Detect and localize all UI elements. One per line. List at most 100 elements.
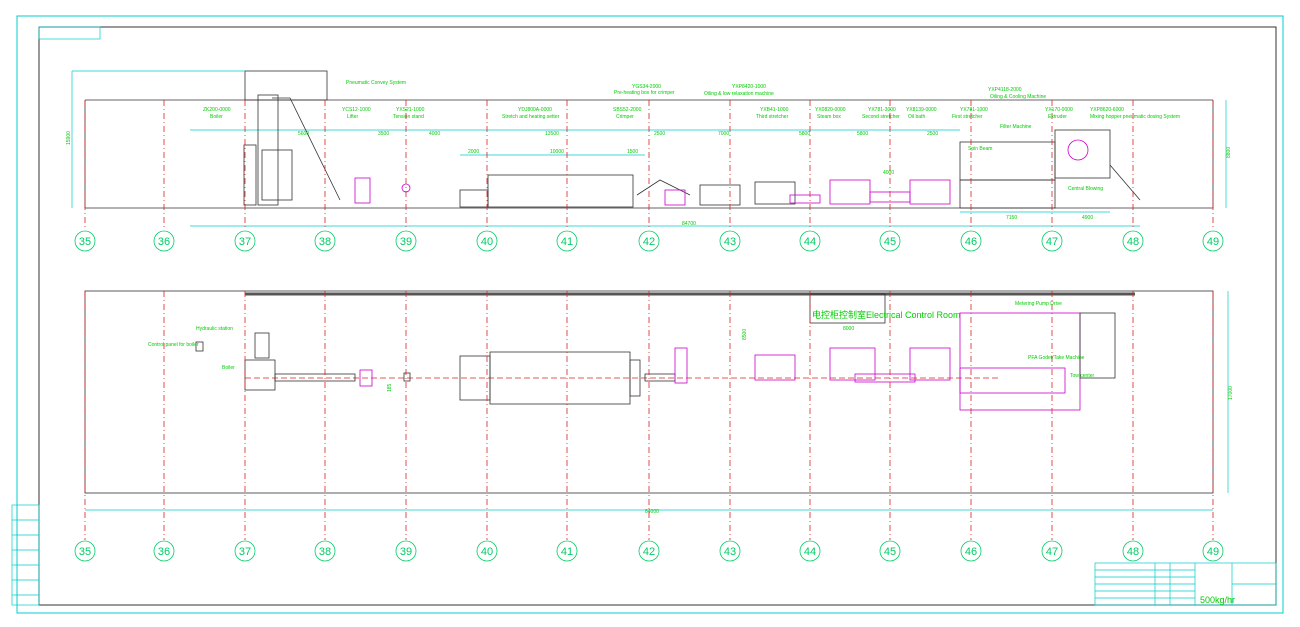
axis-label: 48 <box>1127 546 1139 558</box>
axis-bubble <box>234 230 256 252</box>
axis-bubble <box>476 540 498 562</box>
capacity-label: 500kg/hr <box>1200 595 1235 605</box>
label-preheating-box: Pre-heating box for crimper <box>614 90 675 96</box>
label-code: YXP8420-1000 <box>732 84 766 90</box>
label-code: ZK200-0000 <box>203 107 231 113</box>
axis-label: 43 <box>724 236 736 248</box>
label-steam-box: Steam box <box>817 114 841 120</box>
label-code: YX0820-0000 <box>815 107 846 113</box>
axis-label: 45 <box>884 546 896 558</box>
dim: 84700 <box>682 221 696 227</box>
axis-bubble <box>74 230 96 252</box>
label-setter: Stretch and heating setter <box>502 114 560 120</box>
axis-bubble <box>395 540 417 562</box>
label-code: YDJ800A-0000 <box>518 107 552 113</box>
axis-bubble <box>799 230 821 252</box>
dim: 5600 <box>298 131 309 137</box>
outer-frame <box>16 15 1284 614</box>
label-central-blowing: Central Blowing <box>1068 186 1103 192</box>
axis-bubble <box>476 230 498 252</box>
label-control-panel: Control panel for boiler <box>148 342 199 348</box>
dim: 7000 <box>718 131 729 137</box>
label-spin-beam: Spin Beam <box>968 146 992 152</box>
dim: 7150 <box>1006 215 1017 221</box>
dim: 10000 <box>550 149 564 155</box>
axis-bubble <box>1202 540 1224 562</box>
axis-label: 40 <box>481 546 493 558</box>
axis-label: 46 <box>965 546 977 558</box>
label-code: YXP8620-6000 <box>1090 107 1124 113</box>
axis-bubble <box>960 540 982 562</box>
dim: 5800 <box>857 131 868 137</box>
dim: 4000 <box>883 170 894 176</box>
axis-label: 35 <box>79 236 91 248</box>
label-pneumatic-convey: Pneumatic Convey System <box>346 80 406 86</box>
label-crimper: Crimper <box>616 114 634 120</box>
dim: 5800 <box>799 131 810 137</box>
label-second-stretcher: Second stretcher <box>862 114 900 120</box>
plan-labels: Control panel for boiler Hydraulic stati… <box>148 301 1234 515</box>
axis-label: 45 <box>884 236 896 248</box>
axis-bubble <box>1041 230 1063 252</box>
label-electrical-control-room: 电控柜控制室Electrical Control Room <box>812 309 961 320</box>
dim: 8000 <box>843 326 854 332</box>
axis-label: 44 <box>804 546 816 558</box>
label-tow-center: Tow center <box>1070 373 1095 379</box>
axis-bubble <box>395 230 417 252</box>
axis-label: 39 <box>400 236 412 248</box>
label-boiler: Boiler <box>222 365 235 371</box>
label-oiling-cooling: Oiling & Cooling Machine <box>990 94 1046 100</box>
label-lifter: Lifter <box>347 114 358 120</box>
axis-bubble <box>1122 540 1144 562</box>
revision-table <box>11 504 40 606</box>
dim: 15900 <box>66 131 72 145</box>
elevation-view <box>71 70 1227 227</box>
axis-bubble <box>556 230 578 252</box>
axis-label: 37 <box>239 236 251 248</box>
dim: 2500 <box>654 131 665 137</box>
label-oil-bath: Oil bath <box>908 114 925 120</box>
axis-label: 38 <box>319 236 331 248</box>
label-code: YCS12-1000 <box>342 107 371 113</box>
dim: 8800 <box>1226 147 1232 158</box>
label-extruder: Extruder <box>1048 114 1067 120</box>
label-metering-pump: Metering Pump Drive <box>1015 301 1062 307</box>
axis-bubble <box>556 540 578 562</box>
axis-bubble <box>638 230 660 252</box>
axis-label: 39 <box>400 546 412 558</box>
label-code: SBS52-2000 <box>613 107 642 113</box>
label-code: YX8139-0000 <box>906 107 937 113</box>
elevation-dimensions: 3500 4000 13500 2000 10000 1500 2500 700… <box>66 131 1232 227</box>
dim: 1500 <box>627 149 638 155</box>
plan-view <box>84 290 1229 511</box>
axis-bubble <box>314 230 336 252</box>
label-code: YX170-0000 <box>1045 107 1073 113</box>
label-code: YX781-3000 <box>868 107 896 113</box>
axis-label: 41 <box>561 236 573 248</box>
label-hydraulic-station: Hydraulic station <box>196 326 233 332</box>
axis-bubble <box>1122 230 1144 252</box>
label-mixing-hopper: Mixing hopper pneumatic dosing System <box>1090 114 1180 120</box>
axis-bubble <box>1041 540 1063 562</box>
axis-label: 41 <box>561 546 573 558</box>
axis-label: 47 <box>1046 236 1058 248</box>
axis-label: 36 <box>158 546 170 558</box>
axis-bubble <box>74 540 96 562</box>
axis-label: 42 <box>643 236 655 248</box>
axis-label: 37 <box>239 546 251 558</box>
axis-label: 49 <box>1207 236 1219 248</box>
corner-tag <box>38 26 101 40</box>
axis-label: 49 <box>1207 546 1219 558</box>
axis-bubble <box>153 540 175 562</box>
label-code: YXP4118-2000 <box>988 87 1022 93</box>
axis-bubble <box>799 540 821 562</box>
dim: 84000 <box>645 509 659 515</box>
axis-label: 46 <box>965 236 977 248</box>
label-filter-machine: Filter Machine <box>1000 124 1032 130</box>
axis-label: 44 <box>804 236 816 248</box>
axis-label: 48 <box>1127 236 1139 248</box>
axis-bubble <box>960 230 982 252</box>
axis-bubble <box>234 540 256 562</box>
dim: 4000 <box>429 131 440 137</box>
